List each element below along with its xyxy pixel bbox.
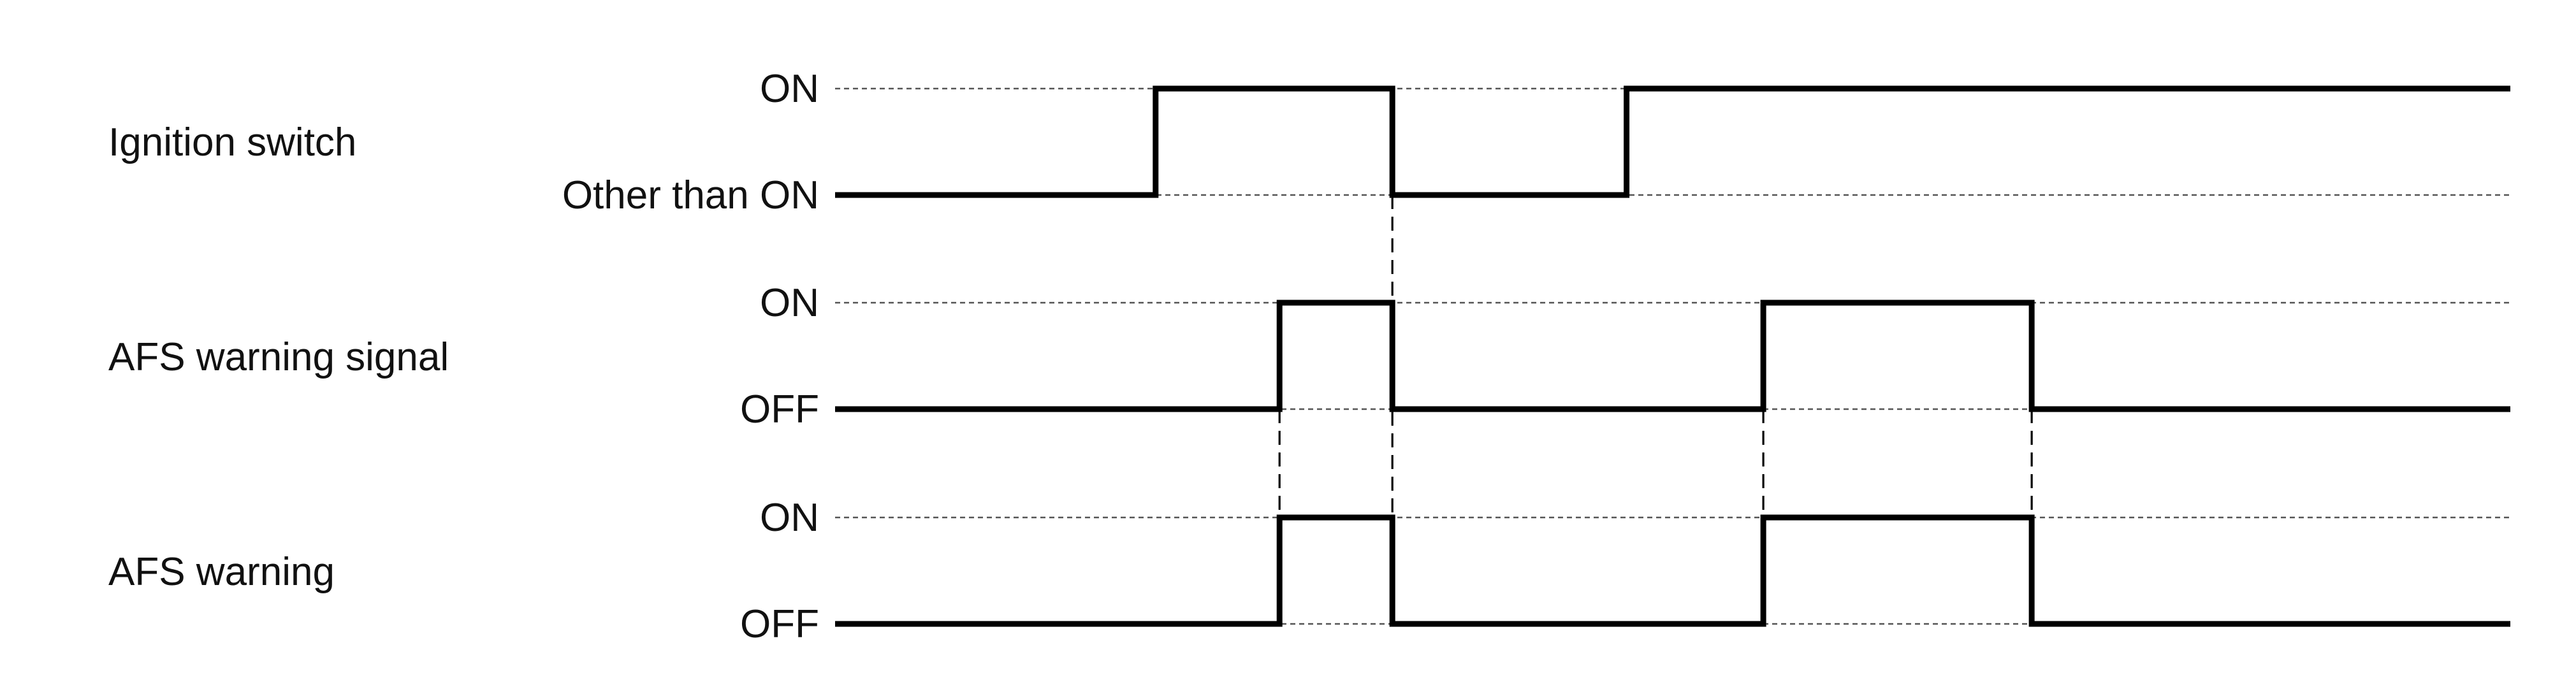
waveform-afs-warning	[835, 514, 2510, 627]
waveform-afs-warning-signal	[835, 300, 2510, 412]
signal-row-afs-warning: AFS warning ON OFF	[108, 496, 2510, 646]
signal-row-afs-warning-signal: AFS warning signal ON OFF	[108, 281, 2510, 431]
level-label-afs-warning-on: ON	[760, 496, 819, 540]
signal-row-ignition: Ignition switch ON Other than ON	[108, 67, 2510, 217]
waveform-ignition	[835, 85, 2510, 198]
transition-connectors	[1278, 195, 2033, 517]
level-label-afs-signal-on: ON	[760, 281, 819, 325]
signal-name-afs-warning: AFS warning	[108, 550, 335, 594]
level-label-afs-signal-off: OFF	[740, 387, 819, 431]
signal-name-afs-warning-signal: AFS warning signal	[108, 335, 449, 379]
signal-name-ignition: Ignition switch	[108, 120, 356, 164]
level-label-afs-warning-off: OFF	[740, 602, 819, 646]
level-label-ignition-other: Other than ON	[562, 173, 819, 217]
level-label-ignition-on: ON	[760, 67, 819, 111]
